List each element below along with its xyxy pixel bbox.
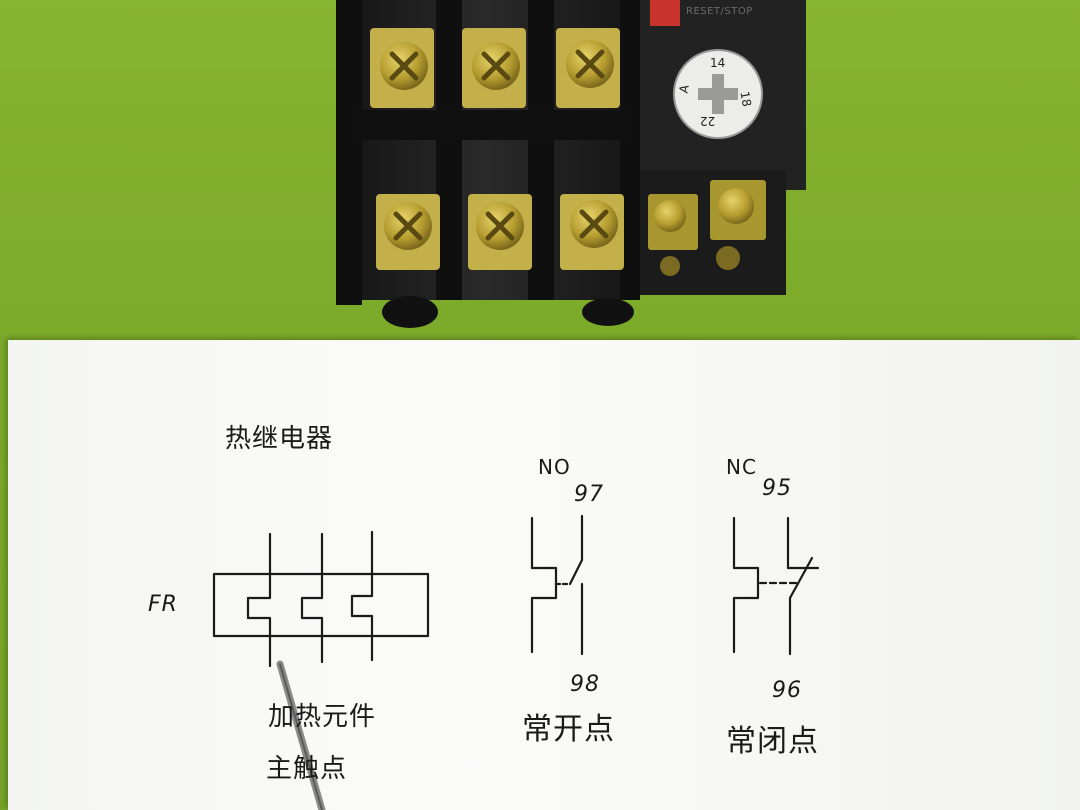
normally-closed-label: 常闭点 — [726, 724, 819, 759]
dial-label-top: 14 — [710, 56, 726, 70]
terminal-95: 95 — [762, 476, 792, 501]
fr-label: FR — [148, 592, 178, 617]
nc-label: NC — [726, 455, 757, 479]
terminal-96: 96 — [772, 678, 802, 703]
heating-element-label: 加热元件 — [268, 702, 377, 732]
title-thermal-relay: 热继电器 — [225, 424, 334, 454]
no-contact-symbol — [530, 514, 584, 656]
reset-stop-label: RESET/STOP — [686, 6, 753, 17]
terminal-97: 97 — [574, 482, 604, 507]
thermal-relay-device — [336, 0, 806, 328]
no-label: NO — [538, 455, 571, 479]
normally-open-label: 常开点 — [522, 712, 615, 747]
paper-sheet — [8, 340, 1080, 810]
nc-contact-symbol — [732, 516, 820, 656]
terminal-98: 98 — [570, 672, 600, 697]
main-contact-label: 主触点 — [266, 754, 348, 784]
heating-element-symbol — [212, 530, 430, 668]
pen-pointer — [276, 660, 326, 810]
